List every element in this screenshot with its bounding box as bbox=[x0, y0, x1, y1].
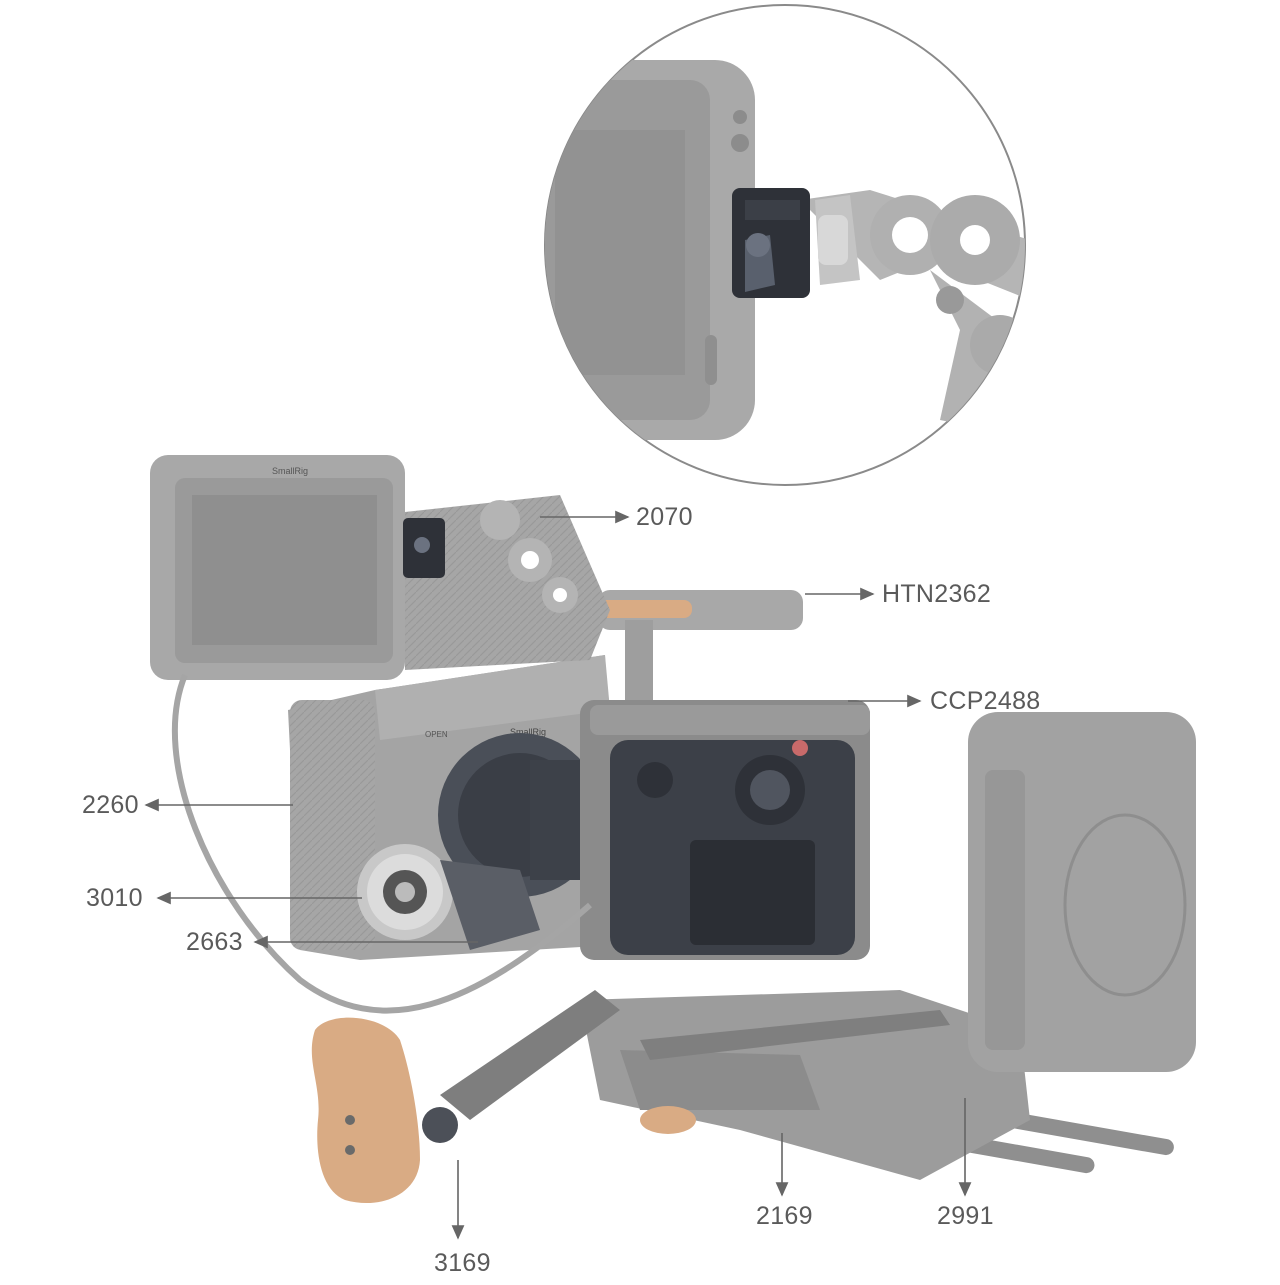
matte-box-brand-text: SmallRig bbox=[510, 727, 546, 737]
callout-htn2362: HTN2362 bbox=[882, 580, 992, 608]
camera-rig: OPEN SmallRig Sm bbox=[150, 455, 1196, 1204]
handle-wood-grip bbox=[592, 600, 692, 618]
wooden-handgrip bbox=[311, 1017, 420, 1204]
cable bbox=[171, 673, 592, 1014]
callout-2991: 2991 bbox=[937, 1202, 994, 1230]
callout-arrows bbox=[144, 510, 972, 1240]
callout-ccp2488: CCP2488 bbox=[930, 687, 1041, 715]
callout-2169: 2169 bbox=[756, 1202, 813, 1230]
callout-3010: 3010 bbox=[86, 884, 143, 912]
grip-arm bbox=[440, 990, 620, 1120]
callout-3169: 3169 bbox=[434, 1249, 491, 1277]
callout-2070: 2070 bbox=[636, 503, 693, 531]
zoom-detail-circle bbox=[544, 4, 1026, 486]
callout-2663: 2663 bbox=[186, 928, 243, 956]
monitor-brand-text: SmallRig bbox=[272, 466, 308, 476]
callout-2260: 2260 bbox=[82, 791, 139, 819]
extension-plate bbox=[405, 495, 610, 670]
matte-box-open-text: OPEN bbox=[425, 730, 448, 739]
